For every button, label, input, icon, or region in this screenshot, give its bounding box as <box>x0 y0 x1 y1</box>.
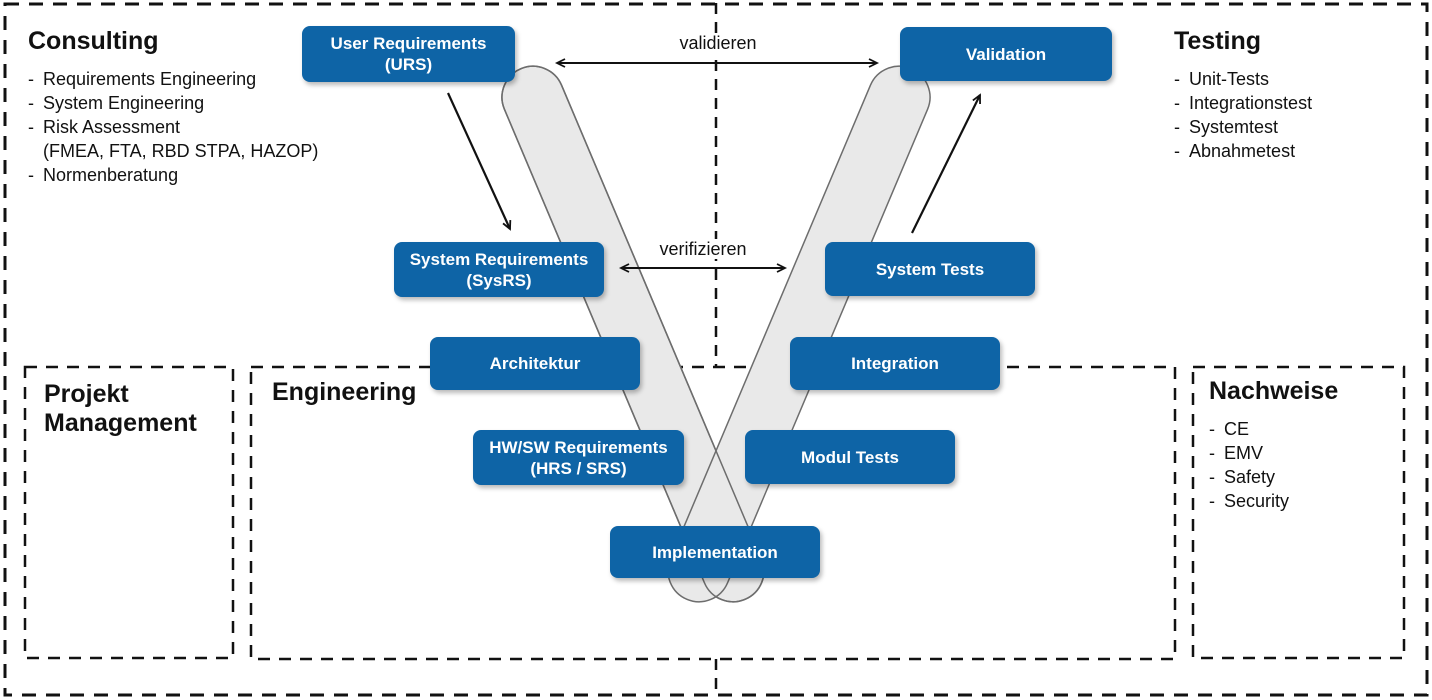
consulting-block: Consulting - Requirements Engineering - … <box>28 28 318 187</box>
box-sublabel: (SysRS) <box>466 270 532 290</box>
list-item-label: Requirements Engineering <box>43 69 257 89</box>
nachweise-region-border <box>1191 365 1406 660</box>
list-item-label: Safety <box>1224 467 1276 487</box>
list-item: - Abnahmetest <box>1174 139 1312 163</box>
box-hwsw-requirements: HW/SW Requirements (HRS / SRS) <box>473 430 684 485</box>
verifizieren-label: verifizieren <box>653 239 753 259</box>
list-item-label: Integrationstest <box>1189 93 1313 113</box>
arrow-urs-to-sysrs <box>446 92 512 231</box>
bullet-dash: - <box>28 93 34 113</box>
nachweise-title: Nachweise <box>1209 377 1339 405</box>
arrow-systemtests-to-validation <box>911 93 981 234</box>
list-item-label: Risk Assessment <box>43 117 181 137</box>
list-item: - CE <box>1209 417 1338 441</box>
list-item: - Normenberatung <box>28 163 318 187</box>
box-label: HW/SW Requirements <box>489 437 668 457</box>
list-item-label: Abnahmetest <box>1189 141 1296 161</box>
list-item-label: Unit-Tests <box>1189 69 1270 89</box>
box-user-requirements: User Requirements (URS) <box>302 26 515 82</box>
bullet-dash: - <box>1209 467 1215 487</box>
box-label: User Requirements <box>330 34 487 53</box>
box-label: Modul Tests <box>801 447 899 467</box>
list-item: - Systemtest <box>1174 115 1312 139</box>
engineering-label: Engineering <box>272 378 417 406</box>
list-item-label: (FMEA, FTA, RBD STPA, HAZOP) <box>43 141 319 161</box>
list-item-label: CE <box>1224 419 1250 439</box>
box-label: Architektur <box>489 354 581 373</box>
bullet-dash: - <box>28 117 34 137</box>
list-item: - Risk Assessment <box>28 115 318 139</box>
box-system-tests: System Tests <box>825 242 1035 296</box>
list-item-continuation: (FMEA, FTA, RBD STPA, HAZOP) <box>28 139 318 163</box>
box-label: Integration <box>851 354 939 373</box>
list-item-label: System Engineering <box>43 93 205 113</box>
bullet-dash: - <box>1174 141 1180 161</box>
projekt-management-line2: Management <box>44 409 197 437</box>
nachweise-block: Nachweise - CE - EMV - Safety - Security <box>1209 378 1338 513</box>
box-label: System Requirements <box>409 249 589 269</box>
list-item: - Security <box>1209 489 1338 513</box>
engineering-region-border <box>249 365 1177 661</box>
bullet-dash: - <box>1209 419 1215 439</box>
bullet-dash: - <box>1174 69 1180 89</box>
projekt-management-label: Projekt Management <box>44 380 197 438</box>
bullet-dash: - <box>28 69 34 89</box>
box-system-requirements: System Requirements (SysRS) <box>394 242 604 297</box>
list-item: - Safety <box>1209 465 1338 489</box>
box-label: Implementation <box>652 542 778 562</box>
list-item: - Integrationstest <box>1174 91 1312 115</box>
testing-title: Testing <box>1174 27 1262 55</box>
consulting-title: Consulting <box>28 27 159 55</box>
box-integration: Integration <box>790 337 1000 390</box>
list-item: - Requirements Engineering <box>28 67 318 91</box>
list-item-label: Normenberatung <box>43 165 179 185</box>
list-item: - EMV <box>1209 441 1338 465</box>
list-item: - Unit-Tests <box>1174 67 1312 91</box>
box-label: Validation <box>965 44 1047 64</box>
bullet-dash: - <box>1209 491 1215 511</box>
bullet-dash: - <box>28 165 34 185</box>
list-item-label: EMV <box>1224 443 1264 463</box>
projekt-management-line1: Projekt <box>44 380 129 408</box>
list-item-label: Systemtest <box>1189 117 1279 137</box>
validieren-label: validieren <box>673 33 763 53</box>
box-sublabel: (HRS / SRS) <box>530 458 627 478</box>
box-label: System Tests <box>875 259 985 279</box>
list-item: - System Engineering <box>28 91 318 115</box>
bullet-dash: - <box>1174 93 1180 113</box>
box-validation: Validation <box>900 27 1112 81</box>
box-architektur: Architektur <box>430 337 640 390</box>
list-item-label: Security <box>1224 491 1290 511</box>
bullet-dash: - <box>1174 117 1180 137</box>
testing-block: Testing - Unit-Tests - Integrationstest … <box>1174 28 1312 163</box>
box-modul-tests: Modul Tests <box>745 430 955 484</box>
box-sublabel: (URS) <box>384 55 433 74</box>
box-implementation: Implementation <box>610 526 820 578</box>
bullet-dash: - <box>1209 443 1215 463</box>
